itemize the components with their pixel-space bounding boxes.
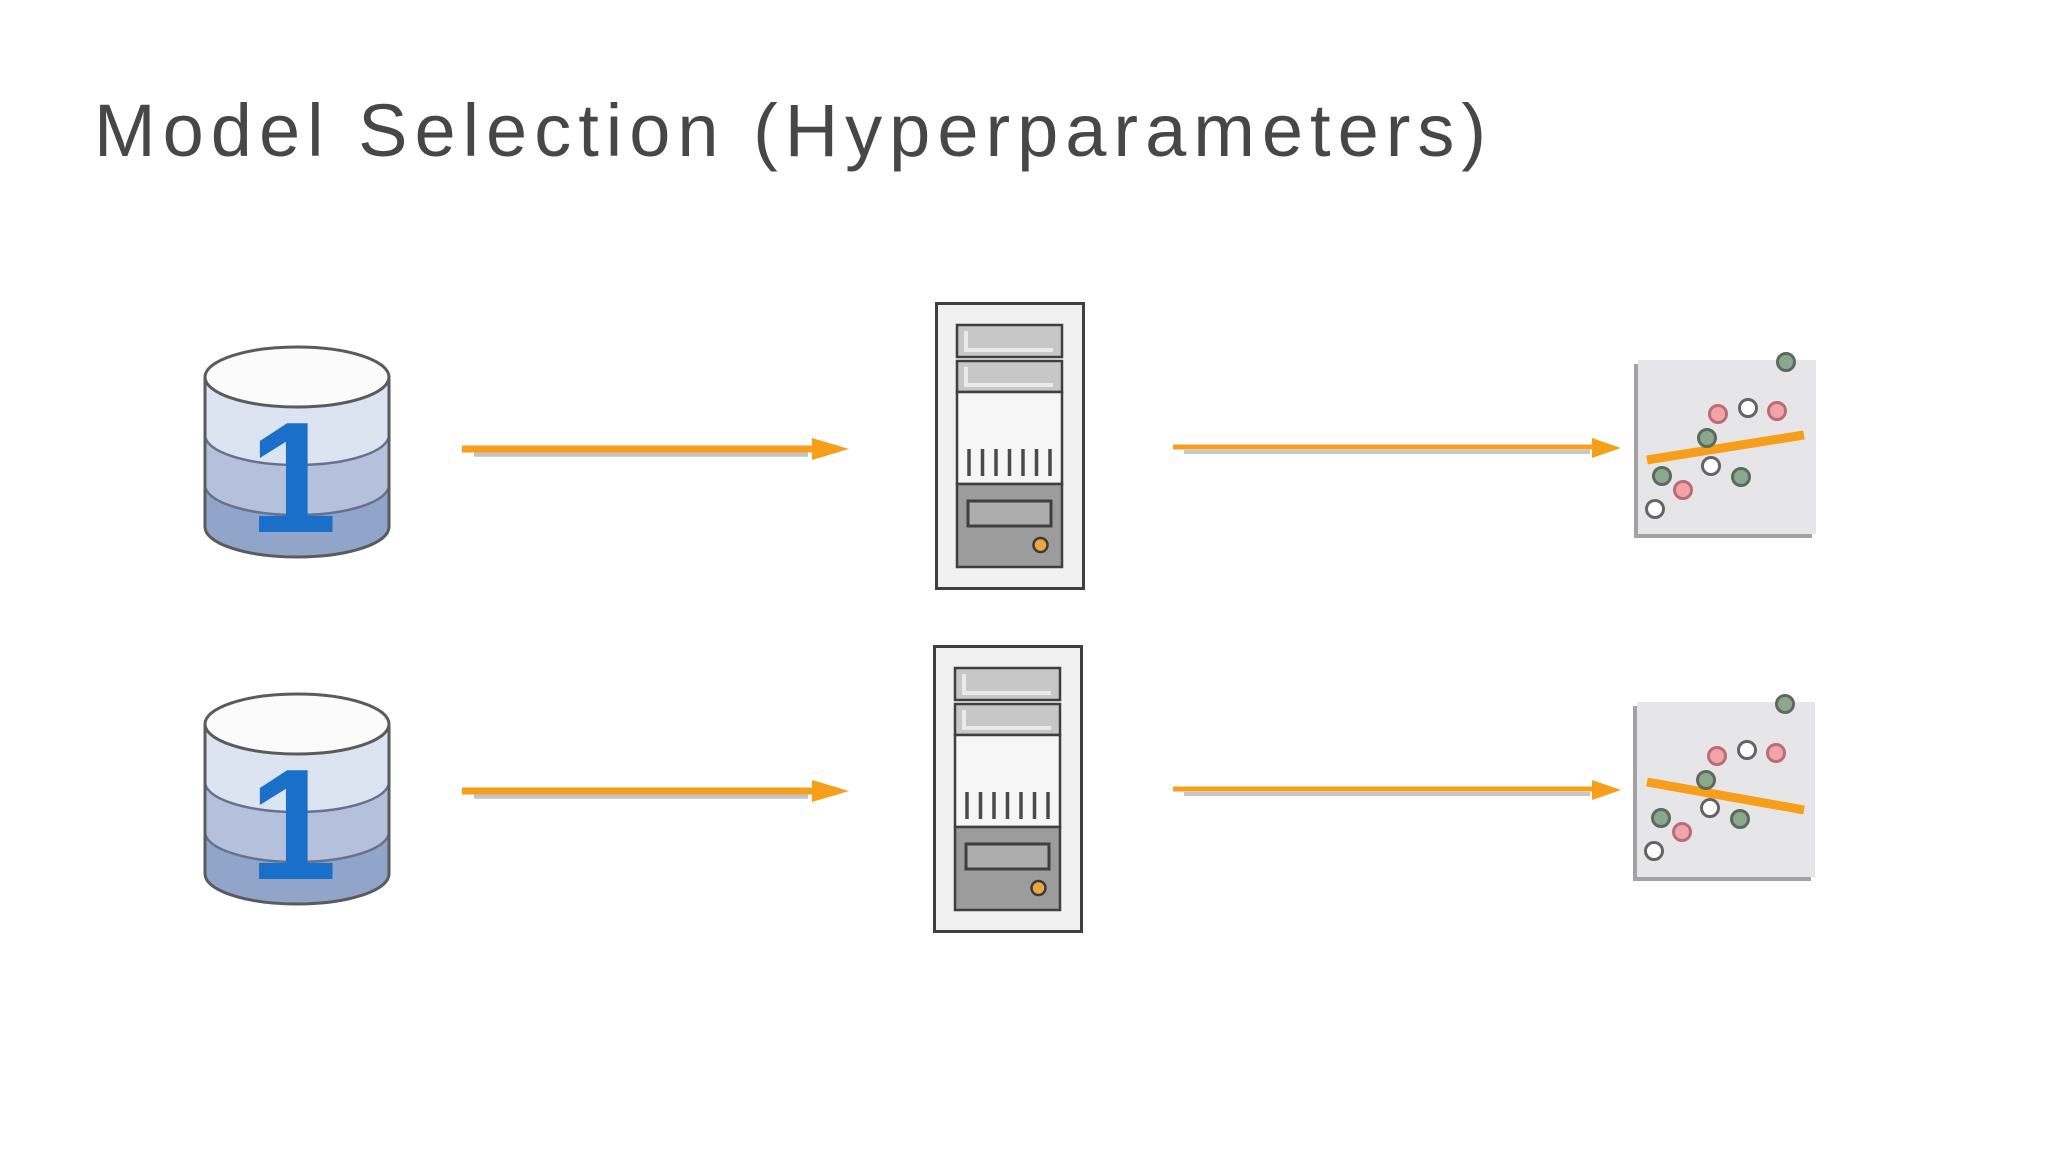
- db-separator-line: [203, 434, 391, 467]
- bay-highlight: [962, 674, 1051, 695]
- scatter-plot-1: [1638, 352, 1816, 534]
- server-tower-icon: [933, 645, 1083, 933]
- trend-line: [1646, 777, 1805, 815]
- bay-highlight: [964, 331, 1053, 352]
- arrow-right-icon: [1173, 780, 1621, 800]
- green-data-point: [1775, 694, 1795, 714]
- green-data-point: [1697, 428, 1717, 448]
- red-data-point: [1672, 822, 1692, 842]
- arrow-right-icon: [462, 780, 849, 802]
- bay-highlight: [964, 367, 1053, 387]
- server-display: [964, 842, 1051, 871]
- server-drive-bay: [953, 702, 1062, 737]
- arrow-head: [1592, 780, 1621, 800]
- db-band-middle: [205, 782, 389, 862]
- database-icon-2: 1: [202, 692, 392, 913]
- db-band-bottom: [205, 485, 389, 557]
- red-data-point: [1673, 480, 1693, 500]
- server-vent-slots: [965, 792, 1050, 819]
- slide-title: Model Selection (Hyperparameters): [94, 89, 1494, 172]
- power-led-icon: [1030, 879, 1047, 897]
- server-icon-1: [935, 302, 1085, 590]
- arrow-head: [812, 780, 849, 802]
- white-data-point: [1738, 398, 1758, 418]
- trend-line: [1646, 430, 1805, 465]
- green-data-point: [1652, 466, 1672, 486]
- green-data-point: [1731, 467, 1751, 487]
- db-outline: [203, 377, 391, 559]
- bay-highlight: [962, 710, 1051, 730]
- server-tower-icon: [935, 302, 1085, 590]
- white-data-point: [1700, 798, 1720, 818]
- green-data-point: [1696, 770, 1716, 790]
- white-data-point: [1645, 499, 1665, 519]
- green-data-point: [1776, 352, 1796, 372]
- server-drive-bay: [955, 323, 1064, 359]
- red-data-point: [1707, 746, 1727, 766]
- db-separator-line: [203, 831, 391, 864]
- scatter-plot-icon: [1645, 352, 1805, 519]
- red-data-point: [1766, 743, 1786, 763]
- db-band-middle: [205, 435, 389, 515]
- scatter-plot-icon: [1644, 694, 1805, 861]
- green-data-point: [1651, 808, 1671, 828]
- scatter-plot-2: [1637, 694, 1815, 877]
- database-icon-1: 1: [202, 345, 392, 566]
- db-separator-line: [203, 781, 391, 814]
- arrow-head: [1592, 438, 1621, 458]
- database-cylinder-icon: 1: [203, 345, 391, 566]
- white-data-point: [1737, 740, 1757, 760]
- server-icon-2: [933, 645, 1083, 933]
- database-cylinder-icon: 1: [203, 692, 391, 913]
- dataset-label-2: 1: [249, 737, 337, 913]
- db-top-ellipse: [203, 692, 391, 756]
- server-drive-bay: [953, 666, 1062, 702]
- red-data-point: [1708, 404, 1728, 424]
- server-display: [966, 499, 1053, 528]
- dataset-label-1: 1: [249, 390, 337, 566]
- server-drive-bay: [955, 359, 1064, 394]
- green-data-point: [1730, 809, 1750, 829]
- arrow-right-icon: [1173, 438, 1621, 458]
- server-vent-slots: [967, 449, 1052, 476]
- white-data-point: [1644, 841, 1664, 861]
- db-top-ellipse: [203, 345, 391, 409]
- db-outline: [203, 724, 391, 906]
- arrow-head: [812, 438, 849, 460]
- db-separator-line: [203, 484, 391, 517]
- arrow-right-icon: [462, 438, 849, 460]
- red-data-point: [1767, 401, 1787, 421]
- white-data-point: [1701, 456, 1721, 476]
- power-led-icon: [1032, 536, 1049, 554]
- db-band-bottom: [205, 832, 389, 904]
